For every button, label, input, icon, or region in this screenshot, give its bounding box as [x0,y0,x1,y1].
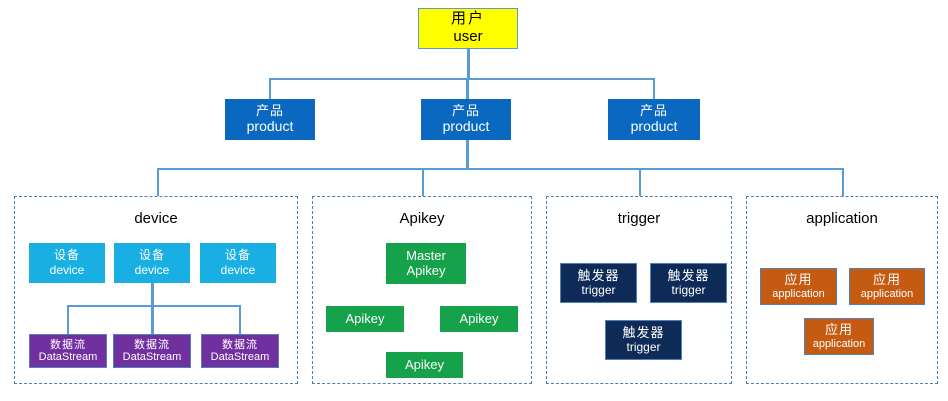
connector-dsbus-to-ds1 [67,305,69,335]
panel-apikey [312,196,532,384]
node-application-1-label-cn: 应用 [784,271,813,287]
node-application-3-label-en: application [812,338,866,351]
node-trigger-1-label-en: trigger [581,283,616,298]
connector-panelbus-to-apikey [422,168,424,196]
connector-user-to-bus [467,48,470,79]
node-device-3-label-en: device [220,262,256,277]
node-application-2-label-cn: 应用 [872,271,901,287]
panel-device [14,196,298,384]
connector-product-bus [269,78,655,80]
node-product-1-label-en: product [246,118,294,135]
node-datastream-2[interactable]: 数据流 DataStream [113,334,191,368]
node-application-3[interactable]: 应用 application [804,318,874,355]
node-application-1-label-en: application [772,288,825,301]
connector-bus-to-product-3 [653,78,655,99]
panel-trigger [546,196,732,384]
node-application-2[interactable]: 应用 application [849,268,925,305]
node-apikey-master-line1: Master [406,247,446,263]
connector-datastream-bus [67,305,241,307]
node-datastream-1-label-en: DataStream [38,351,98,363]
node-trigger-2-label-en: trigger [671,283,706,298]
connector-device2-to-dsbus [151,283,154,307]
node-device-1[interactable]: 设备 device [29,243,105,283]
node-apikey-bottom[interactable]: Apikey [386,352,463,378]
node-apikey-master-line2: Apikey [406,262,446,278]
node-product-3-label-cn: 产品 [639,102,668,118]
node-device-2[interactable]: 设备 device [114,243,190,283]
node-device-2-label-en: device [134,262,170,277]
connector-panelbus-to-trigger [639,168,641,196]
node-trigger-3[interactable]: 触发器 trigger [605,320,682,360]
node-datastream-1-label-cn: 数据流 [50,338,86,351]
node-product-1[interactable]: 产品 product [225,99,315,140]
panel-trigger-title: trigger [617,210,661,227]
node-product-1-label-cn: 产品 [255,102,284,118]
node-device-3-label-cn: 设备 [224,248,251,263]
node-trigger-2-label-cn: 触发器 [667,267,710,283]
connector-panelbus-to-device [157,168,159,196]
node-trigger-3-label-en: trigger [626,340,661,355]
node-trigger-3-label-cn: 触发器 [622,324,665,340]
node-application-2-label-en: application [860,288,914,301]
connector-bus-to-product-1 [269,78,271,99]
node-datastream-2-label-en: DataStream [122,351,182,363]
node-user-label-cn: 用户 [450,10,485,28]
node-device-1-label-en: device [49,262,85,277]
node-datastream-3[interactable]: 数据流 DataStream [201,334,279,368]
node-trigger-1-label-cn: 触发器 [577,267,620,283]
node-datastream-3-label-cn: 数据流 [222,338,258,351]
connector-bus-to-product-2 [466,78,469,99]
node-application-3-label-cn: 应用 [824,321,853,337]
node-application-1[interactable]: 应用 application [760,268,837,305]
panel-apikey-title: Apikey [399,210,445,227]
node-apikey-right[interactable]: Apikey [440,306,518,332]
node-product-3[interactable]: 产品 product [608,99,700,140]
node-datastream-2-label-cn: 数据流 [134,338,170,351]
node-apikey-left-label: Apikey [345,310,385,326]
node-device-3[interactable]: 设备 device [200,243,276,283]
node-device-2-label-cn: 设备 [138,248,165,263]
node-apikey-master[interactable]: Master Apikey [386,243,466,284]
node-apikey-bottom-label: Apikey [404,356,445,372]
node-device-1-label-cn: 设备 [53,248,80,263]
panel-application-title: application [806,210,878,227]
node-user-label-en: user [453,28,483,45]
connector-product2-to-panelbus [466,140,469,169]
node-product-2-label-cn: 产品 [451,102,480,118]
connector-dsbus-to-ds2 [151,305,154,335]
panel-device-title: device [134,210,178,227]
node-product-2-label-en: product [442,118,490,135]
node-product-2[interactable]: 产品 product [421,99,511,140]
node-product-3-label-en: product [630,118,678,135]
panel-application [746,196,938,384]
node-datastream-1[interactable]: 数据流 DataStream [29,334,107,368]
connector-panel-bus [157,168,844,170]
node-apikey-left[interactable]: Apikey [326,306,404,332]
connector-panelbus-to-application [842,168,844,196]
node-apikey-right-label: Apikey [459,310,499,326]
node-trigger-1[interactable]: 触发器 trigger [560,263,637,303]
node-datastream-3-label-en: DataStream [210,351,270,363]
connector-dsbus-to-ds3 [239,305,241,335]
node-user[interactable]: 用户 user [418,8,518,49]
node-trigger-2[interactable]: 触发器 trigger [650,263,727,303]
